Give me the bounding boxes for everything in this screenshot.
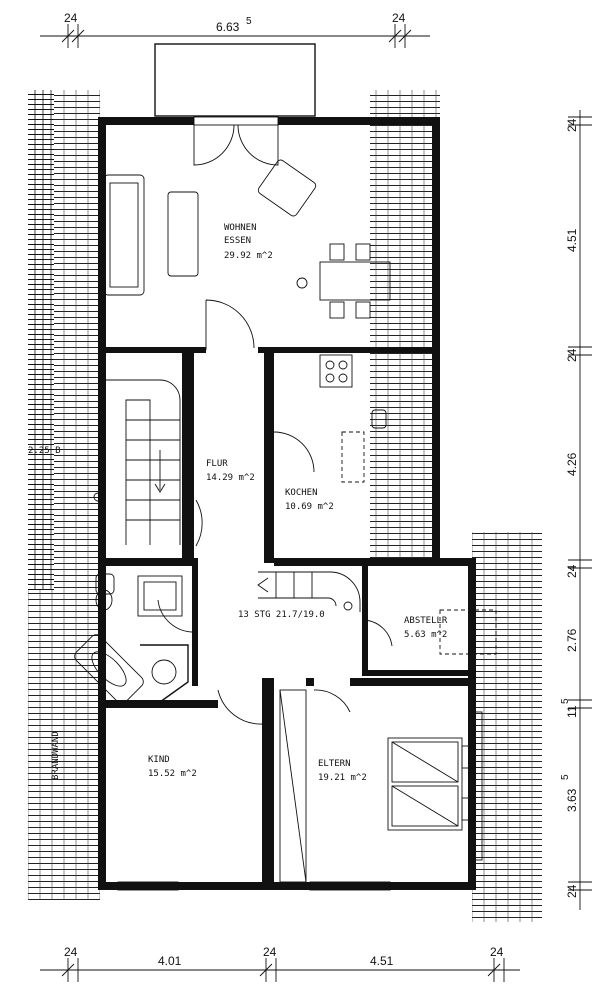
dim-bottom-left-wall: 24: [64, 945, 78, 959]
windows: [117, 116, 391, 891]
dim-top-span: 6.63: [216, 20, 240, 34]
dim-right-0: 24: [565, 118, 579, 132]
eltern-area: 19.21 m^2: [318, 773, 367, 783]
dim-right-3: 4.26: [565, 452, 579, 476]
roof-tiles: [28, 90, 542, 922]
brandwand-label: BRANDWAND: [51, 731, 61, 780]
kochen-name: KOCHEN: [285, 488, 318, 498]
doors: [157, 124, 393, 725]
wohnen-name2: ESSEN: [224, 236, 251, 246]
dim-right-6-sup: 5: [560, 698, 571, 704]
dim-right-7: 3.63: [565, 788, 579, 812]
kind-area: 15.52 m^2: [148, 769, 197, 779]
kochen-area: 10.69 m^2: [285, 502, 334, 512]
kind-name: KIND: [148, 755, 170, 765]
furniture: [74, 159, 497, 883]
dimension-top: 24 6.63 5 24: [40, 11, 430, 48]
dim-right-7-sup: 5: [560, 774, 571, 780]
dim-top-span-sup: 5: [246, 16, 252, 27]
eltern-name: ELTERN: [318, 759, 351, 769]
dim-top-left-wall: 24: [64, 11, 78, 25]
dim-bottom-span2: 4.51: [370, 954, 394, 968]
dim-right-8: 24: [565, 884, 579, 898]
stair-label: 13 STG 21.7/19.0: [238, 610, 325, 620]
dim-right-4: 24: [565, 564, 579, 578]
dim-right-2: 24: [565, 348, 579, 362]
dim-bottom-mid-wall: 24: [263, 945, 277, 959]
room-labels: WOHNEN ESSEN 29.92 m^2 FLUR 14.29 m^2 KO…: [28, 223, 448, 783]
side-mark: 2.25 B: [28, 446, 61, 456]
wohnen-name: WOHNEN: [224, 223, 257, 233]
walls: [98, 117, 476, 890]
dim-right-1: 4.51: [565, 228, 579, 252]
balcony: [154, 43, 316, 117]
abstellr-name: ABSTELLR: [404, 616, 448, 626]
dimension-right: 24 4.51 24 4.26 24 2.76 11 3.63 5 5 24: [560, 110, 592, 910]
flur-name: FLUR: [206, 459, 228, 469]
abstellr-area: 5.63 m^2: [404, 630, 447, 640]
dim-top-right-wall: 24: [392, 11, 406, 25]
dimension-bottom: 24 4.01 24 4.51 24: [40, 945, 520, 982]
dim-bottom-right-wall: 24: [490, 945, 504, 959]
dim-bottom-span1: 4.01: [158, 954, 182, 968]
wohnen-area: 29.92 m^2: [224, 251, 273, 261]
dim-right-5: 2.76: [565, 628, 579, 652]
dim-right-6: 11: [565, 705, 579, 718]
flur-area: 14.29 m^2: [206, 473, 255, 483]
